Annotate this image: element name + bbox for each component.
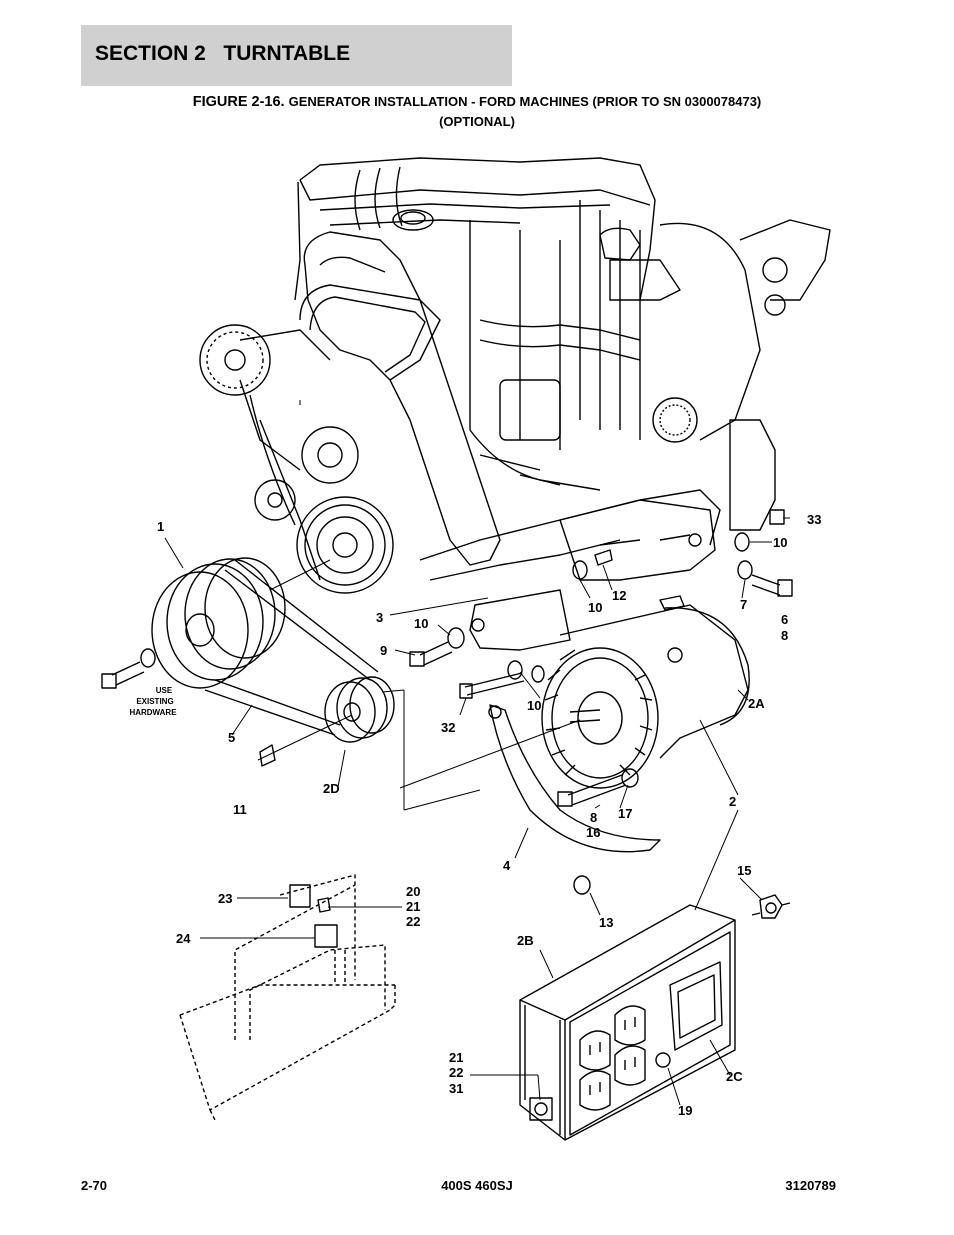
callout-33: 33 (807, 512, 821, 527)
callout-2d: 2D (323, 781, 340, 796)
callout-7: 7 (740, 597, 747, 612)
callout-16: 16 (586, 825, 600, 840)
callout-6: 6 (781, 612, 788, 627)
frame-relay-illustration (179, 874, 396, 1121)
callout-20: 20 (406, 884, 420, 899)
callout-9: 9 (380, 643, 387, 658)
callout-1: 1 (157, 519, 164, 534)
callout-5: 5 (228, 730, 235, 745)
callout-19: 19 (678, 1103, 692, 1118)
callout-13: 13 (599, 915, 613, 930)
figure-caption: FIGURE 2-16. GENERATOR INSTALLATION - FO… (0, 92, 954, 131)
callout-21-upper: 21 (406, 899, 420, 914)
callout-8-lower: 8 (590, 810, 597, 825)
model-number: 400S 460SJ (441, 1178, 513, 1193)
callout-32: 32 (441, 720, 455, 735)
drive-pulley (151, 557, 286, 689)
section-header: SECTION 2 TURNTABLE (81, 25, 512, 86)
note-line1: USE (156, 686, 173, 695)
note-line3: HARDWARE (129, 708, 177, 717)
callout-10-left: 10 (414, 616, 428, 631)
callout-10-lower: 10 (527, 698, 541, 713)
callout-21-lower: 21 (449, 1050, 463, 1065)
outlet-box (519, 904, 736, 1141)
callout-4: 4 (503, 858, 511, 873)
drive-belt (204, 559, 379, 736)
figure-caption-line1: GENERATOR INSTALLATION - FORD MACHINES (… (288, 94, 762, 109)
callout-17: 17 (618, 806, 632, 821)
section-name: TURNTABLE (223, 42, 351, 65)
woodruff-key (259, 744, 276, 767)
callout-labels: 1 33 10 3 12 10 7 6 8 10 9 USE EXISTING … (129, 512, 821, 1118)
callout-22-lower: 22 (449, 1065, 463, 1080)
figure-caption-line2: (OPTIONAL) (439, 114, 515, 129)
callout-23: 23 (218, 891, 232, 906)
callout-22-upper: 22 (406, 914, 420, 929)
document-number: 3120789 (785, 1178, 836, 1193)
callout-10-center: 10 (588, 600, 602, 615)
callout-2c: 2C (726, 1069, 743, 1084)
section-title: SECTION 2 TURNTABLE (95, 42, 350, 66)
callout-12: 12 (612, 588, 626, 603)
callout-24: 24 (176, 931, 191, 946)
callout-8-right: 8 (781, 628, 788, 643)
callout-2: 2 (729, 794, 736, 809)
callout-31: 31 (449, 1081, 463, 1096)
page-number: 2-70 (81, 1178, 108, 1193)
mounting-hardware (409, 509, 793, 919)
generator-illustration (459, 589, 750, 853)
callout-15: 15 (737, 863, 751, 878)
note-line2: EXISTING (136, 697, 173, 706)
callout-3: 3 (376, 610, 383, 625)
engine-illustration (199, 157, 831, 594)
leader-lines (164, 400, 790, 1106)
generator-pulley (324, 676, 395, 743)
existing-hardware (101, 648, 156, 689)
callout-2a: 2A (748, 696, 765, 711)
section-number: SECTION 2 (95, 42, 206, 65)
callout-10-right: 10 (773, 535, 787, 550)
figure-number: FIGURE 2-16. (192, 94, 285, 110)
callout-11: 11 (233, 802, 247, 817)
callout-2b: 2B (517, 933, 534, 948)
